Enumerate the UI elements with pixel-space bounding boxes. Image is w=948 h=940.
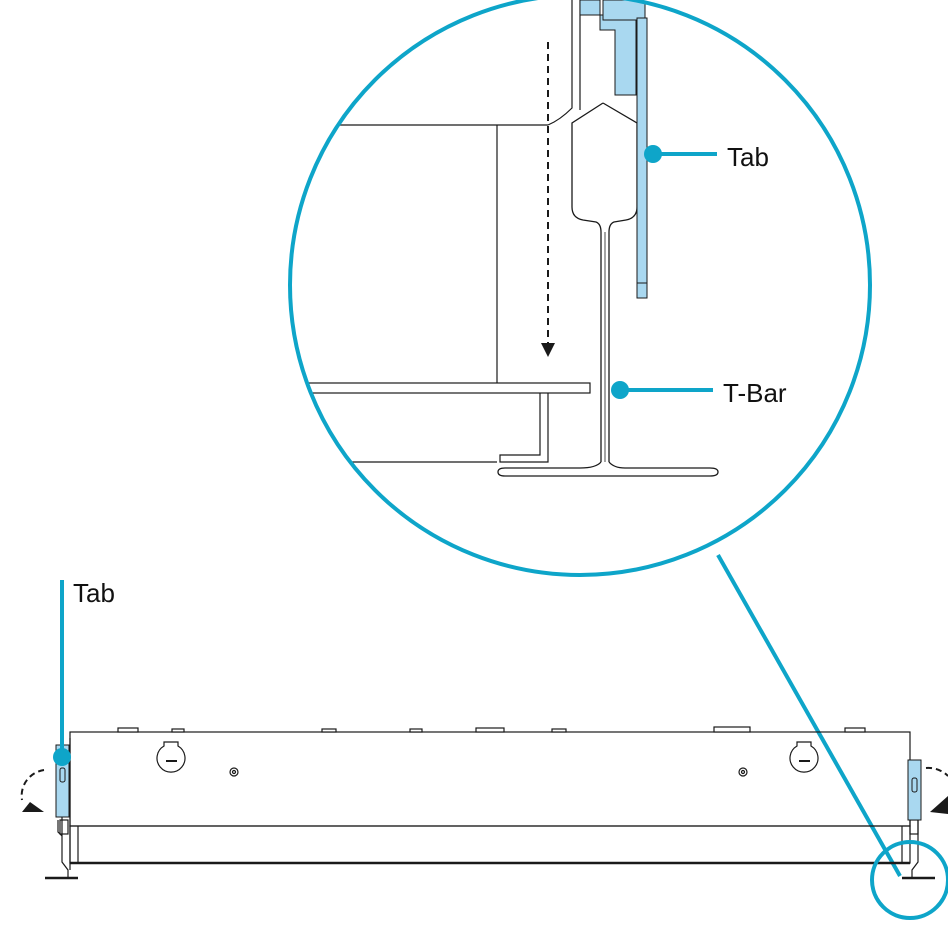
fixture-main — [45, 726, 935, 880]
zoom-connector-line — [716, 554, 902, 877]
callout-dot — [644, 145, 662, 163]
rotate-arrow-left — [20, 769, 45, 812]
label-tab-zoom: Tab — [727, 142, 769, 172]
keyhole-right — [789, 741, 819, 773]
callout-tbar: T-Bar — [611, 378, 787, 408]
callout-dot — [611, 381, 629, 399]
label-tbar: T-Bar — [723, 378, 787, 408]
callout-dot — [53, 748, 71, 766]
screw-right — [738, 767, 748, 777]
zoom-detail — [299, 0, 719, 477]
screw-left — [229, 767, 239, 777]
tab-right-shape — [907, 759, 922, 821]
top-notches — [117, 726, 866, 733]
fixture-housing-section — [299, 0, 591, 463]
callout-tab-main: Tab — [53, 578, 115, 766]
label-tab-main: Tab — [73, 578, 115, 608]
keyhole-left — [156, 741, 186, 773]
highlight-circle — [870, 840, 948, 920]
zoom-circle — [288, 0, 872, 577]
callout-tab-zoom: Tab — [644, 142, 769, 172]
tbar-profile — [497, 102, 719, 477]
tab-zoom-shape — [579, 0, 648, 299]
rotate-arrow-right — [925, 766, 948, 814]
